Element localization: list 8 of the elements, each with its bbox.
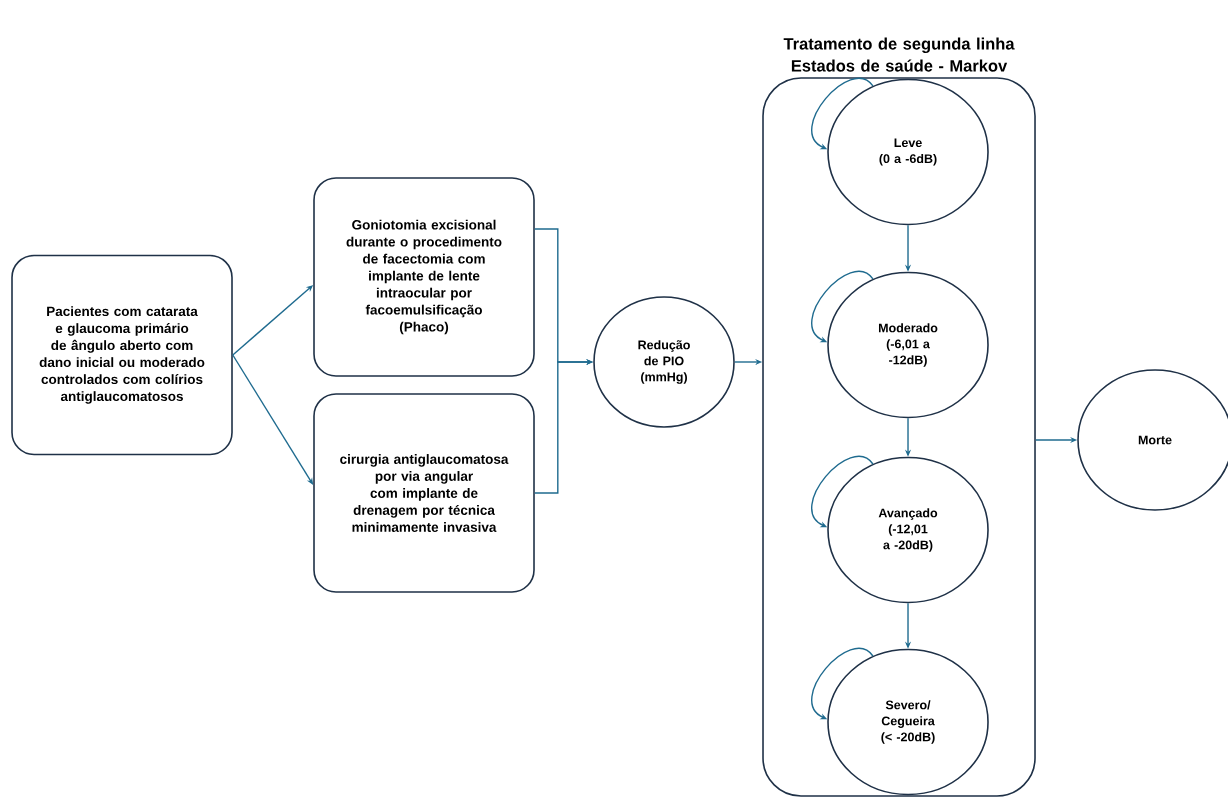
loop-arrow: [811, 270, 874, 343]
process-box: Goniotomia excisional durante o procedimento de facectomia com implante de lente intraocular por facoemulsificação (Phaco): [313, 177, 535, 377]
loop-arrow: [811, 455, 874, 528]
loop-arrow: [811, 77, 874, 150]
process-box: Pacientes com catarata e glaucoma primário de ângulo aberto com dano inicial ou moderado controlados com colírios antiglaucomatosos: [11, 254, 233, 456]
node-label: Tratamento de segunda linha Estados de saúde - Markov: [783, 37, 1015, 72]
loop-arrow: [811, 647, 874, 720]
process-box: cirurgia antiglaucomatosa por via angular com implante de drenagem por técnica minimamente invasiva: [313, 393, 535, 593]
